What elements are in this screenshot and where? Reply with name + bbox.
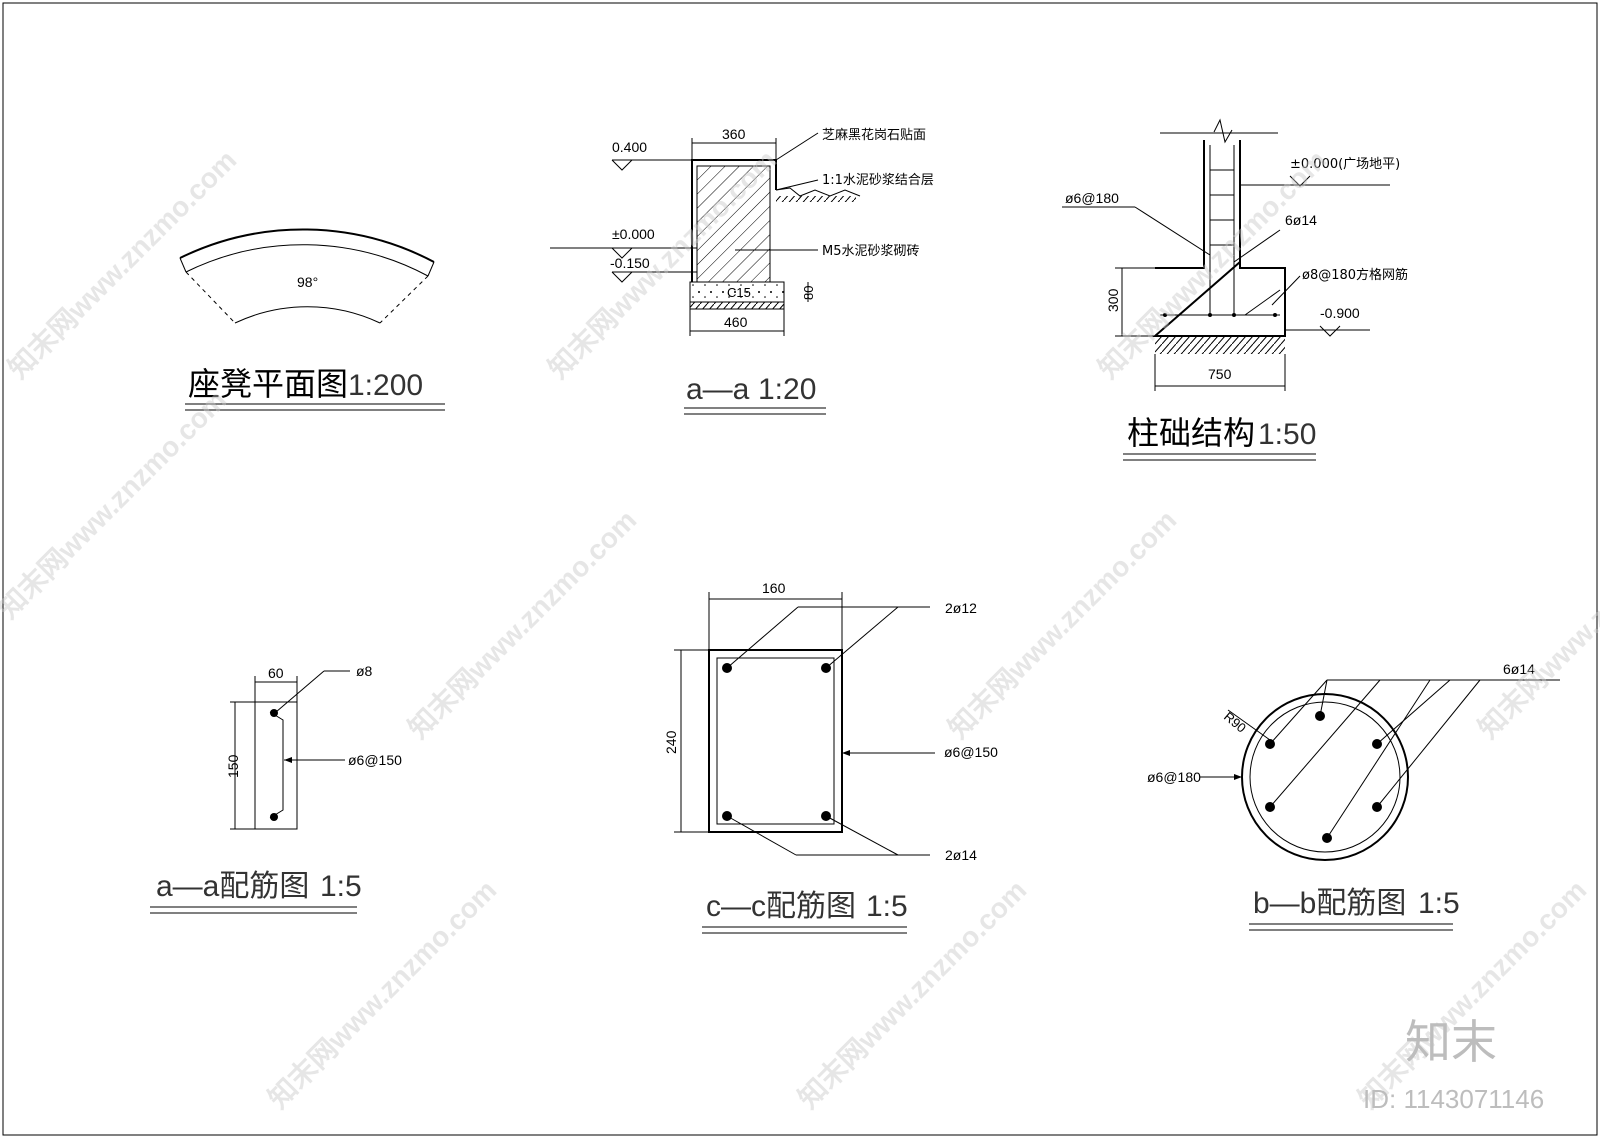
aa-dim-top: 360 bbox=[722, 126, 746, 142]
rbb-scale: 1:5 bbox=[1418, 887, 1460, 920]
image-id: ID: 1143071146 bbox=[1363, 1084, 1544, 1114]
brand-logo: 知末 bbox=[1405, 1015, 1497, 1069]
rcc-scale: 1:5 bbox=[866, 890, 908, 923]
watermark-layer: 知末网www.znzmo.com 知末网www.znzmo.com 知末网www… bbox=[0, 143, 1600, 1114]
bench-plan-scale: 1:200 bbox=[348, 369, 423, 402]
rcc-bar-stirrup: ø6@150 bbox=[944, 744, 998, 760]
aa-dim-bottom: 460 bbox=[724, 314, 748, 330]
cb-level-neg: -0.900 bbox=[1320, 305, 1360, 321]
aa-scale: 1:20 bbox=[758, 373, 816, 406]
cb-scale: 1:50 bbox=[1258, 418, 1316, 451]
aa-note-brick: M5水泥砂浆砌砖 bbox=[822, 244, 920, 259]
bench-plan-title: 座凳平面图 bbox=[188, 365, 348, 403]
rcc-dim-height: 240 bbox=[663, 730, 679, 754]
aa-level-top: 0.400 bbox=[612, 139, 647, 155]
raa-scale: 1:5 bbox=[320, 870, 362, 903]
cb-level-zero: ±0.000(广场地平) bbox=[1290, 157, 1400, 172]
watermark-text: 知末网www.znzmo.com bbox=[402, 503, 643, 744]
rbb-bar-stirrup: ø6@180 bbox=[1147, 769, 1201, 785]
aa-title: a—a bbox=[686, 373, 750, 406]
rbb-bar-main: 6ø14 bbox=[1503, 661, 1535, 677]
cb-rebar-2: 6ø14 bbox=[1285, 212, 1317, 228]
cb-dim-width: 750 bbox=[1208, 366, 1232, 382]
watermark-text: 知末网www.znzmo.com bbox=[1472, 503, 1600, 744]
raa-title: a—a配筋图 bbox=[156, 870, 309, 903]
column-base: ±0.000(广场地平) -0.900 ø6@180 6ø14 ø8@180方格… bbox=[1062, 118, 1408, 461]
raa-dim-width: 60 bbox=[268, 665, 284, 681]
watermark-text: 知末网www.znzmo.com bbox=[0, 383, 232, 624]
cb-rebar-1: ø6@180 bbox=[1065, 190, 1119, 206]
aa-level-neg: -0.150 bbox=[610, 255, 650, 271]
watermark-text: 知末网www.znzmo.com bbox=[942, 503, 1183, 744]
rcc-bar-bottom: 2ø14 bbox=[945, 847, 977, 863]
rcc-title: c—c配筋图 bbox=[706, 890, 856, 923]
aa-note-granite: 芝麻黑花岗石贴面 bbox=[822, 127, 926, 143]
rbb-radius: R90 bbox=[1221, 709, 1249, 736]
cb-title: 柱础结构 bbox=[1127, 414, 1255, 452]
cb-dim-height: 300 bbox=[1105, 288, 1121, 312]
section-aa: 360 C15 0.400 ±0.000 bbox=[550, 126, 934, 415]
raa-bar-1: ø8 bbox=[356, 663, 373, 679]
aa-dim-height: 80 bbox=[801, 286, 816, 300]
rebar-aa: 60 150 ø8 ø6@150 a—a配筋图 1:5 bbox=[150, 663, 402, 914]
rcc-dim-width: 160 bbox=[762, 580, 786, 596]
raa-bar-2: ø6@150 bbox=[348, 752, 402, 768]
rebar-bb: 6ø14 R90 ø6@180 b—b配筋图 1:5 bbox=[1147, 661, 1560, 931]
raa-dim-height: 150 bbox=[225, 754, 241, 778]
cb-rebar-3: ø8@180方格网筋 bbox=[1302, 267, 1408, 283]
aa-note-mortar: 1:1水泥砂浆结合层 bbox=[822, 173, 934, 188]
watermark-text: 知末网www.znzmo.com bbox=[2, 143, 243, 384]
watermark-text: 知末网www.znzmo.com bbox=[262, 873, 503, 1114]
bench-angle: 98° bbox=[297, 274, 318, 290]
aa-concrete: C15 bbox=[727, 285, 751, 300]
rbb-title: b—b配筋图 bbox=[1253, 887, 1406, 920]
rcc-bar-top: 2ø12 bbox=[945, 600, 977, 616]
aa-level-zero: ±0.000 bbox=[612, 226, 655, 242]
rebar-cc: 160 240 2ø12 ø6@150 2ø14 c—c配筋图 1:5 bbox=[663, 580, 998, 934]
bench-plan: 98° 座凳平面图 1:200 bbox=[179, 228, 445, 411]
